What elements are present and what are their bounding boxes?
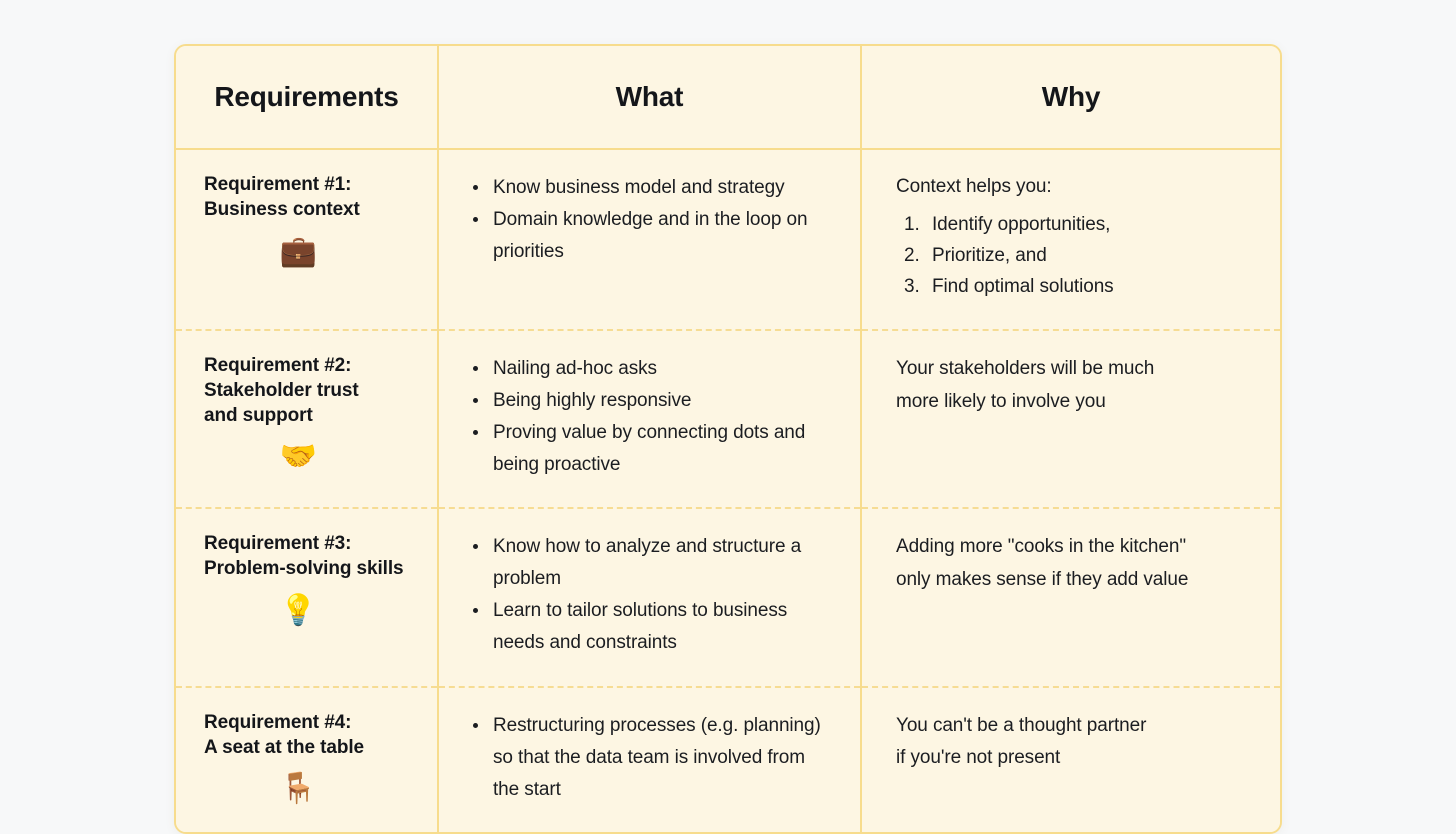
why-cell: Context helps you: Identify opportunitie…	[861, 149, 1280, 331]
column-header-requirements: Requirements	[176, 46, 439, 150]
list-item: Learn to tailor solutions to business ne…	[469, 595, 834, 659]
list-item: Know business model and strategy	[469, 172, 834, 204]
why-text: You can't be a thought partner if you're…	[896, 714, 1147, 769]
why-cell: Your stakeholders will be much more like…	[861, 329, 1280, 510]
requirement-title: Requirement #1: Business context	[204, 174, 360, 221]
table-body: Requirement #1: Business context 💼 Know …	[176, 149, 1280, 832]
requirement-cell: Requirement #3: Problem-solving skills 💡	[176, 508, 439, 688]
column-header-what: What	[438, 46, 862, 150]
chair-emoji: 🪑	[279, 771, 318, 807]
what-bullet-list: Know how to analyze and structure a prob…	[469, 531, 834, 659]
why-lead-text: Context helps you:	[896, 176, 1052, 197]
why-text: Your stakeholders will be much more like…	[896, 357, 1155, 412]
what-cell: Nailing ad-hoc asks Being highly respons…	[438, 329, 862, 510]
light-bulb-emoji: 💡	[279, 592, 318, 628]
list-item: Proving value by connecting dots and bei…	[469, 417, 834, 481]
requirement-title: Requirement #4: A seat at the table	[204, 711, 364, 758]
handshake-emoji: 🤝	[279, 439, 318, 475]
requirement-cell: Requirement #4: A seat at the table 🪑	[176, 686, 439, 832]
requirement-cell: Requirement #1: Business context 💼	[176, 149, 439, 331]
list-item: Know how to analyze and structure a prob…	[469, 531, 834, 595]
what-cell: Restructuring processes (e.g. planning) …	[438, 686, 862, 832]
requirement-cell: Requirement #2: Stakeholder trust and su…	[176, 329, 439, 510]
what-cell: Know business model and strategy Domain …	[438, 149, 862, 331]
table-header: Requirements What Why	[176, 46, 1280, 150]
what-cell: Know how to analyze and structure a prob…	[438, 508, 862, 688]
requirements-table-card: Requirements What Why Requirement #1: Bu…	[174, 44, 1282, 834]
briefcase-emoji: 💼	[279, 233, 318, 269]
column-header-why: Why	[861, 46, 1280, 150]
requirements-table: Requirements What Why Requirement #1: Bu…	[176, 46, 1280, 832]
table-row: Requirement #3: Problem-solving skills 💡…	[176, 508, 1280, 688]
list-item: Restructuring processes (e.g. planning) …	[469, 710, 834, 806]
what-bullet-list: Restructuring processes (e.g. planning) …	[469, 710, 834, 806]
why-text: Adding more "cooks in the kitchen" only …	[896, 536, 1189, 590]
list-item: Find optimal solutions	[904, 272, 1114, 303]
header-row: Requirements What Why	[176, 46, 1280, 150]
what-bullet-list: Nailing ad-hoc asks Being highly respons…	[469, 353, 834, 481]
requirement-title: Requirement #2: Stakeholder trust and su…	[204, 354, 359, 427]
what-bullet-list: Know business model and strategy Domain …	[469, 172, 834, 268]
list-item: Identify opportunities,	[904, 210, 1111, 241]
table-row: Requirement #2: Stakeholder trust and su…	[176, 329, 1280, 510]
why-cell: You can't be a thought partner if you're…	[861, 686, 1280, 832]
list-item: Domain knowledge and in the loop on prio…	[469, 204, 834, 268]
why-ordered-list: Identify opportunities, Prioritize, and …	[896, 210, 1260, 302]
list-item: Prioritize, and	[904, 241, 1047, 272]
list-item: Nailing ad-hoc asks	[469, 353, 834, 385]
table-row: Requirement #4: A seat at the table 🪑 Re…	[176, 686, 1280, 832]
list-item: Being highly responsive	[469, 385, 834, 417]
why-cell: Adding more "cooks in the kitchen" only …	[861, 508, 1280, 688]
table-row: Requirement #1: Business context 💼 Know …	[176, 149, 1280, 331]
requirement-title: Requirement #3: Problem-solving skills	[204, 533, 404, 580]
